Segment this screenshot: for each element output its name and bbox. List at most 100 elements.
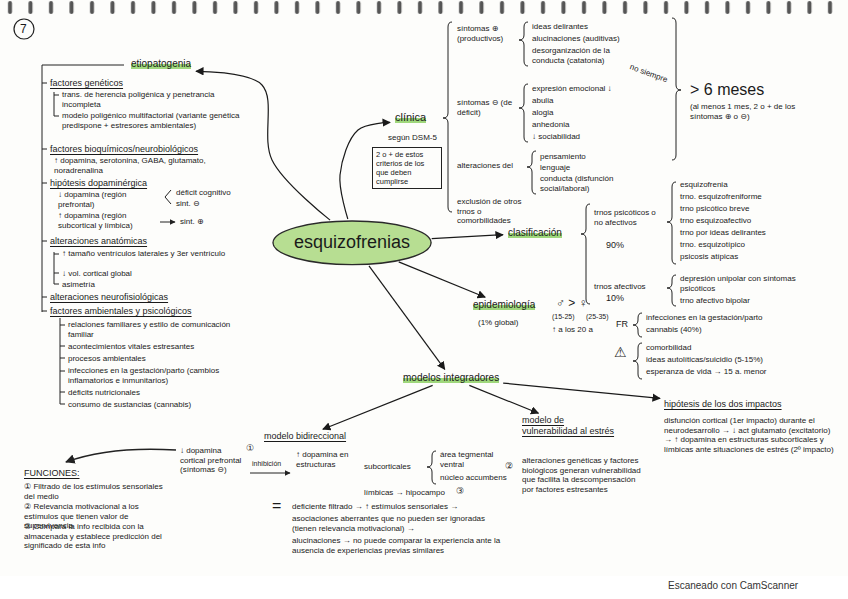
connector-arrow — [369, 266, 445, 369]
note-text: lenguaje — [540, 163, 570, 173]
brace — [633, 313, 642, 337]
note-text: ideas autolíticas/suicidio (5-15%) — [646, 355, 763, 365]
bracket — [165, 190, 171, 204]
note-text: (15-25) — [552, 313, 575, 321]
brace — [427, 451, 436, 484]
note-text: modelo poligénico multifactorial (varian… — [62, 111, 244, 130]
note-text: ↑ dopamina, serotonina, GABA, glutamato,… — [54, 156, 244, 175]
callout-number: ② — [505, 461, 513, 472]
note-text: psicosis atípicas — [680, 252, 738, 262]
note-text: disfunción cortical (1er impacto) durant… — [664, 416, 834, 454]
tree-line — [54, 92, 59, 116]
note-text: alogia — [532, 108, 553, 118]
connector-arrow — [399, 262, 485, 297]
connector-arrow — [469, 385, 538, 413]
subheading: FUNCIONES: — [24, 468, 80, 479]
note-text: trno. esquizotípico — [680, 240, 745, 250]
note-text: sint. ⊖ — [176, 199, 200, 209]
callout-number: ① — [246, 443, 254, 454]
subheading: alteraciones neurofisiológicas — [50, 292, 168, 303]
percentage: 10% — [606, 293, 624, 304]
node-text: modelo bidireccional — [264, 431, 346, 442]
note-text: desorganización de la conducta (catatoni… — [532, 46, 627, 65]
note-text: consumo de sustancias (cannabis) — [68, 400, 191, 410]
note-text: trno por ideas delirantes — [680, 228, 766, 238]
note-text: asociaciones aberrantes que no pueden se… — [292, 514, 507, 533]
note-text: ① Filtrado de los estímulos sensoriales … — [24, 482, 174, 501]
note-text: alteraciones del — [457, 161, 513, 171]
note-text: trno psicótico breve — [680, 204, 749, 214]
note-text: trans. de herencia poligénica y penetran… — [62, 90, 237, 109]
branch-heading: epidemiología — [470, 298, 538, 312]
branch-heading: clasificación — [505, 226, 565, 240]
note-text: procesos ambientales — [68, 354, 146, 364]
warning-symbol: ⚠ — [614, 344, 627, 361]
brace — [519, 22, 528, 66]
note-text: relaciones familiares y estilo de comuni… — [68, 320, 233, 339]
note-text: núcleo accumbens — [440, 473, 507, 483]
note-text: trnos psicóticos o no afectivos — [594, 208, 664, 227]
brace — [667, 275, 676, 306]
note-text: alucinaciones → no puede comparar la exp… — [292, 536, 507, 555]
note-text: ↑ dopamina (región subcortical y límbica… — [58, 211, 156, 230]
note-text: ↑ tamaño ventrículos laterales y 3er ven… — [62, 249, 237, 259]
note-text: sint. ⊕ — [180, 217, 204, 227]
branch-heading: modelos integradores — [400, 371, 502, 385]
tree-line — [54, 252, 59, 284]
note-text: área tegmental ventral — [440, 450, 506, 469]
note-text: ↓ dopamina (región prefrontal) — [58, 190, 148, 209]
note-text: depresión unipolar con síntomas psicótic… — [680, 274, 798, 293]
note-text: (25-35) — [586, 313, 609, 321]
brace — [443, 22, 452, 212]
small-arrow — [160, 222, 175, 223]
callout-number: ③ — [456, 486, 464, 497]
node-text: esquizofrenias — [294, 232, 410, 254]
note-text: trno. esquizofreniforme — [680, 192, 762, 202]
note-text: acontecimientos vitales estresantes — [68, 342, 194, 352]
subheading: factores bioquímicos/neurobiológicos — [50, 144, 198, 155]
note-text: déficits nutricionales — [68, 388, 140, 398]
note-text: (1% global) — [478, 318, 518, 328]
brace — [527, 151, 536, 194]
note-text: subcorticales — [364, 462, 411, 472]
note-text: pensamiento — [540, 152, 586, 162]
page-number: 7 — [20, 22, 27, 36]
subheading: factores genéticos — [50, 78, 123, 89]
note-text: ↑ a los 20 a — [552, 325, 593, 335]
ellipse-shape — [273, 221, 431, 265]
note-text: (al menos 1 mes, 2 o + de los síntomas ⊕… — [690, 102, 800, 121]
node-text: modelo de vulnerabilidad al estrés — [522, 415, 617, 437]
note-text: alucinaciones (auditivas) — [532, 34, 620, 44]
connector-arrow — [503, 383, 660, 398]
note-text: ③ Compara la info recibida con la almace… — [24, 522, 174, 551]
connector-arrow — [196, 71, 330, 220]
note-text: alteraciones genéticas y factores biológ… — [522, 456, 647, 494]
note-text: cannabis (40%) — [646, 325, 702, 335]
subheading: hipótesis dopaminérgica — [50, 178, 147, 189]
note-text: esperanza de vida → 15 a. menor — [646, 367, 767, 377]
branch-heading: clínica — [392, 110, 429, 125]
note-text: expresión emocional ↓ — [532, 84, 612, 94]
curved-arrow — [66, 449, 176, 462]
brace — [672, 18, 681, 160]
node-text: clasificación — [508, 227, 562, 239]
note-text: anhedonia — [532, 120, 569, 130]
note-text: trnos afectivos — [594, 282, 646, 292]
subheading: factores ambientales y psicológicos — [50, 306, 192, 317]
note-text: no siempre — [628, 62, 668, 85]
note-text: inhibición — [252, 460, 281, 468]
connector-arrow — [323, 385, 433, 429]
note-text: deficiente filtrado → ↑ estímulos sensor… — [292, 502, 458, 512]
brace — [667, 182, 676, 264]
paper — [0, 0, 848, 576]
note-text: ↓ sociabilidad — [532, 132, 580, 142]
node-text: hipótesis de los dos impactos — [664, 399, 782, 410]
note-text: infecciones en la gestación/parto — [646, 313, 763, 323]
model-heading: modelo bidireccional — [262, 430, 348, 443]
note-text: esquizofrenia — [680, 180, 728, 190]
note-text: límbicas → hipocampo — [364, 488, 445, 498]
note-text: ↓ vol. cortical global — [62, 269, 132, 279]
note-text: déficit cognitivo — [176, 188, 231, 198]
